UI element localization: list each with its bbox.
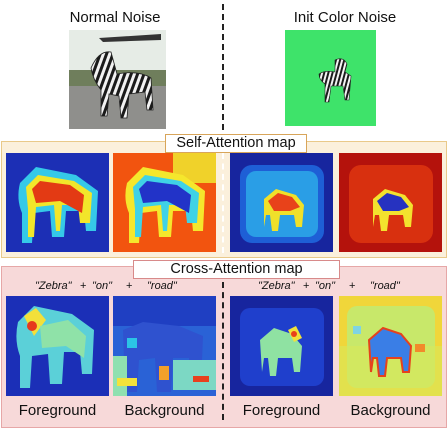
cross-attention-background-left (113, 296, 216, 396)
token-on-left: "on" (92, 280, 113, 292)
self-attention-label: Self-Attention map (165, 134, 307, 153)
divider-self (222, 153, 224, 253)
self-attention-map-1 (6, 153, 109, 252)
token-plus-right-2: + (349, 280, 356, 292)
divider-top (222, 4, 224, 130)
self-attention-map-3 (230, 153, 333, 252)
cross-attention-foreground-right (230, 296, 333, 396)
caption-background-left: Background (124, 402, 205, 419)
caption-background-right: Background (350, 402, 431, 419)
token-zebra-left: "Zebra" (35, 280, 72, 292)
divider-cross (222, 282, 224, 420)
token-on-right: "on" (315, 280, 336, 292)
self-attention-map-4 (339, 153, 442, 252)
token-plus-left-2: + (126, 280, 133, 292)
caption-foreground-left: Foreground (18, 402, 97, 419)
cross-attention-foreground-left (6, 296, 109, 396)
self-attention-map-2 (113, 153, 216, 252)
token-road-left: "road" (147, 280, 177, 292)
cross-attention-background-right (339, 296, 442, 396)
cross-attention-label: Cross-Attention map (133, 260, 340, 279)
token-plus-left-1: + (80, 280, 87, 292)
normal-noise-zebra-image (69, 30, 166, 129)
init-color-noise-zebra-image (285, 30, 376, 126)
token-zebra-right: "Zebra" (258, 280, 295, 292)
token-road-right: "road" (370, 280, 400, 292)
token-plus-right-1: + (303, 280, 310, 292)
normal-noise-header: Normal Noise (69, 9, 161, 26)
init-color-noise-header: Init Color Noise (293, 9, 397, 26)
caption-foreground-right: Foreground (242, 402, 321, 419)
